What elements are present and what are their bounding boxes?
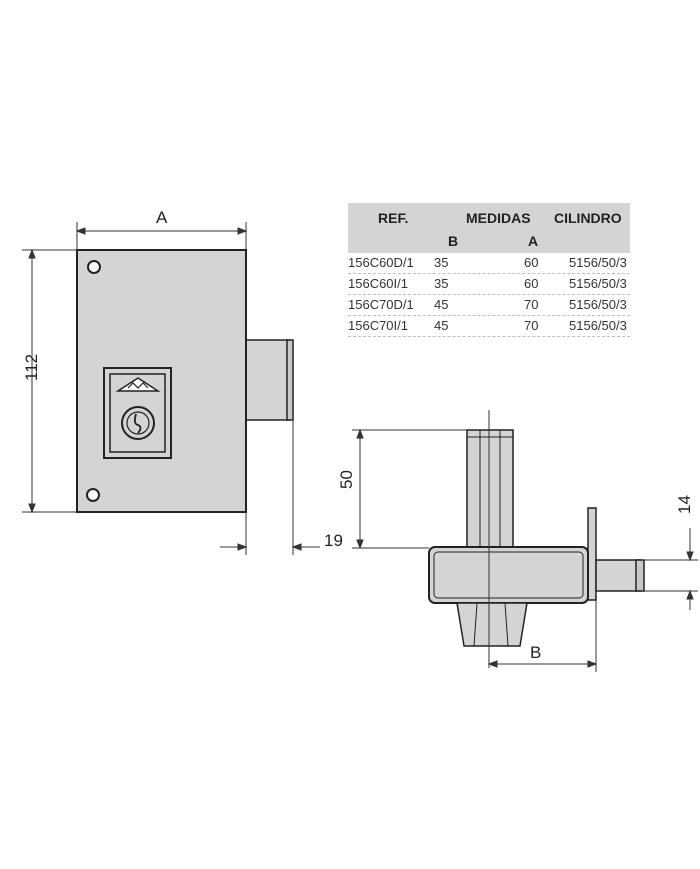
side-dimensions bbox=[352, 428, 698, 672]
side-view bbox=[428, 410, 645, 668]
knob bbox=[456, 602, 528, 647]
header-ref: REF. bbox=[378, 210, 409, 226]
cell-ref: 156C60I/1 bbox=[348, 276, 408, 291]
table-row: 156C60D/1 35 60 5156/50/3 bbox=[348, 253, 630, 274]
cell-b: 45 bbox=[434, 297, 449, 312]
cell-ref: 156C70I/1 bbox=[348, 318, 408, 333]
header-medidas: MEDIDAS bbox=[466, 210, 531, 226]
cell-a: 60 bbox=[524, 276, 539, 291]
spec-table: REF. MEDIDAS CILINDRO B A 156C60D/1 35 6… bbox=[348, 203, 630, 337]
screw-hole-icon bbox=[87, 260, 101, 274]
cell-cilindro: 5156/50/3 bbox=[569, 297, 627, 312]
header-cilindro: CILINDRO bbox=[554, 210, 622, 226]
dimension-label-50: 50 bbox=[337, 470, 356, 489]
cell-b: 35 bbox=[434, 255, 449, 270]
dimension-label-112: 112 bbox=[22, 354, 41, 381]
header-b: B bbox=[448, 233, 459, 249]
table-row: 156C70I/1 45 70 5156/50/3 bbox=[348, 316, 630, 337]
cell-ref: 156C70D/1 bbox=[348, 297, 414, 312]
bolt-side bbox=[245, 339, 290, 421]
keyhole-icon bbox=[121, 406, 155, 440]
cylinder-plate-inner bbox=[109, 373, 166, 453]
cell-cilindro: 5156/50/3 bbox=[569, 255, 627, 270]
side-bolt bbox=[595, 559, 641, 592]
cell-ref: 156C60D/1 bbox=[348, 255, 414, 270]
cell-cilindro: 5156/50/3 bbox=[569, 318, 627, 333]
dimension-label-A: A bbox=[156, 208, 168, 227]
brand-logo-icon bbox=[115, 377, 161, 392]
dimension-label-19: 19 bbox=[324, 531, 343, 550]
side-body bbox=[428, 546, 589, 604]
cell-a: 70 bbox=[524, 318, 539, 333]
cylinder-housing bbox=[466, 429, 514, 549]
cell-b: 35 bbox=[434, 276, 449, 291]
bolt-end bbox=[286, 339, 294, 421]
spec-table-header: REF. MEDIDAS CILINDRO B A bbox=[348, 203, 630, 253]
cell-a: 60 bbox=[524, 255, 539, 270]
side-bolt-end bbox=[635, 559, 645, 592]
dimension-label-B: B bbox=[530, 643, 541, 662]
cell-cilindro: 5156/50/3 bbox=[569, 276, 627, 291]
table-row: 156C60I/1 35 60 5156/50/3 bbox=[348, 274, 630, 295]
table-row: 156C70D/1 45 70 5156/50/3 bbox=[348, 295, 630, 316]
cell-b: 45 bbox=[434, 318, 449, 333]
mounting-flange bbox=[587, 507, 597, 601]
dimension-label-14: 14 bbox=[675, 495, 694, 514]
cell-a: 70 bbox=[524, 297, 539, 312]
front-view bbox=[76, 249, 294, 513]
screw-hole-icon bbox=[86, 488, 100, 502]
front-dimensions bbox=[22, 222, 320, 555]
header-a: A bbox=[528, 233, 539, 249]
